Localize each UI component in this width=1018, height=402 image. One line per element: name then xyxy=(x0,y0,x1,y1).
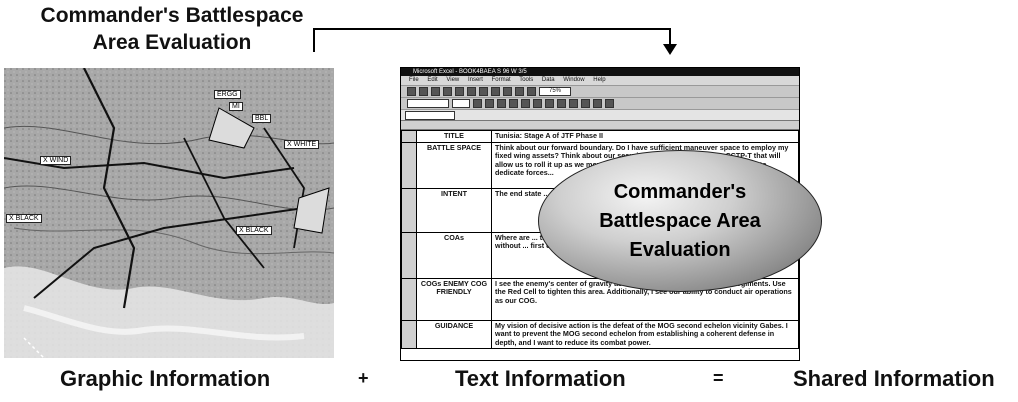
name-box[interactable] xyxy=(405,110,455,120)
standard-toolbar: 75% xyxy=(401,85,799,97)
print-icon[interactable] xyxy=(443,87,452,96)
column-header-row xyxy=(401,120,799,130)
copy-icon[interactable] xyxy=(467,87,476,96)
plus-sign: + xyxy=(358,368,369,388)
menu-edit[interactable]: Edit xyxy=(427,77,438,83)
open-icon[interactable] xyxy=(419,87,428,96)
row-label[interactable]: GUIDANCE xyxy=(416,319,492,350)
ellipse-line2: Battlespace Area xyxy=(599,209,761,232)
merge-icon[interactable] xyxy=(545,99,554,108)
currency-icon[interactable] xyxy=(557,99,566,108)
caption-graphic-information: Graphic Information xyxy=(60,366,271,391)
sum-icon[interactable] xyxy=(503,87,512,96)
undo-icon[interactable] xyxy=(491,87,500,96)
menu-format[interactable]: Format xyxy=(491,77,511,83)
ellipse-line3: Evaluation xyxy=(629,238,731,261)
battlespace-evaluation-ellipse: Commander's Battlespace Area Evaluation xyxy=(538,150,822,292)
menu-data[interactable]: Data xyxy=(541,77,555,83)
caption-shared-information: Shared Information xyxy=(793,366,995,391)
diagram-title-line1: Commander's Battlespace xyxy=(40,4,304,27)
borders-icon[interactable] xyxy=(581,99,590,108)
row-number[interactable] xyxy=(401,277,417,321)
menu-window[interactable]: Window xyxy=(563,77,585,83)
row-label[interactable]: BATTLE SPACE xyxy=(416,141,492,189)
underline-icon[interactable] xyxy=(497,99,506,108)
row-label[interactable]: COGs ENEMY COG FRIENDLY xyxy=(416,277,492,321)
save-icon[interactable] xyxy=(431,87,440,96)
ellipse-label: Commander's Battlespace Area Evaluation xyxy=(599,178,761,265)
menu-view[interactable]: View xyxy=(446,77,460,83)
diagram-title-line2: Area Evaluation xyxy=(92,31,252,54)
row-label[interactable]: TITLE xyxy=(416,130,492,143)
row-label[interactable]: INTENT xyxy=(416,187,492,233)
row-text[interactable]: My vision of decisive action is the defe… xyxy=(491,319,799,350)
new-icon[interactable] xyxy=(407,87,416,96)
menu-tools[interactable]: Tools xyxy=(519,77,534,83)
chart-icon[interactable] xyxy=(527,87,536,96)
row-number[interactable] xyxy=(401,130,417,143)
menu-help[interactable]: Help xyxy=(593,77,606,83)
menu-bar: File Edit View Insert Format Tools Data … xyxy=(401,76,799,85)
menu-file[interactable]: File xyxy=(409,77,419,83)
map-label: X BLACK xyxy=(6,214,42,223)
map-label: ERGG xyxy=(214,90,241,99)
map-label: X WHITE xyxy=(284,140,320,149)
ellipse-line1: Commander's xyxy=(613,180,747,203)
formatting-toolbar xyxy=(401,97,799,109)
map-label: MI xyxy=(229,102,243,111)
cut-icon[interactable] xyxy=(455,87,464,96)
percent-icon[interactable] xyxy=(569,99,578,108)
align-left-icon[interactable] xyxy=(509,99,518,108)
map-label: X BLACK xyxy=(236,226,272,235)
italic-icon[interactable] xyxy=(485,99,494,108)
row-number[interactable] xyxy=(401,319,417,350)
bold-icon[interactable] xyxy=(473,99,482,108)
font-size-select[interactable] xyxy=(452,99,470,108)
sort-icon[interactable] xyxy=(515,87,524,96)
fill-color-icon[interactable] xyxy=(593,99,602,108)
equals-sign: = xyxy=(713,368,724,388)
font-select[interactable] xyxy=(407,99,449,108)
row-number[interactable] xyxy=(401,141,417,189)
map-label: X WIND xyxy=(40,156,72,165)
table-row: GUIDANCE My vision of decisive action is… xyxy=(401,319,799,350)
align-right-icon[interactable] xyxy=(533,99,542,108)
terrain-map: ERGG MI BBL X WIND X WHITE X BLACK X BLA… xyxy=(4,68,334,358)
paste-icon[interactable] xyxy=(479,87,488,96)
formula-bar xyxy=(401,109,799,120)
row-label[interactable]: COAs xyxy=(416,231,492,279)
row-number[interactable] xyxy=(401,187,417,233)
table-row: TITLE Tunisia: Stage A of JTF Phase II xyxy=(401,130,799,143)
zoom-select[interactable]: 75% xyxy=(539,87,571,96)
terrain-map-graphic xyxy=(4,68,334,358)
row-text[interactable]: Tunisia: Stage A of JTF Phase II xyxy=(491,130,799,143)
row-number[interactable] xyxy=(401,231,417,279)
diagram-title: Commander's Battlespace Area Evaluation xyxy=(12,2,332,56)
menu-insert[interactable]: Insert xyxy=(467,77,483,83)
caption-text-information: Text Information xyxy=(455,366,626,391)
window-titlebar: Microsoft Excel - BOOK4BAEA S 96 W 3/5 xyxy=(401,68,799,76)
map-label: BBL xyxy=(252,114,272,123)
font-color-icon[interactable] xyxy=(605,99,614,108)
align-center-icon[interactable] xyxy=(521,99,530,108)
